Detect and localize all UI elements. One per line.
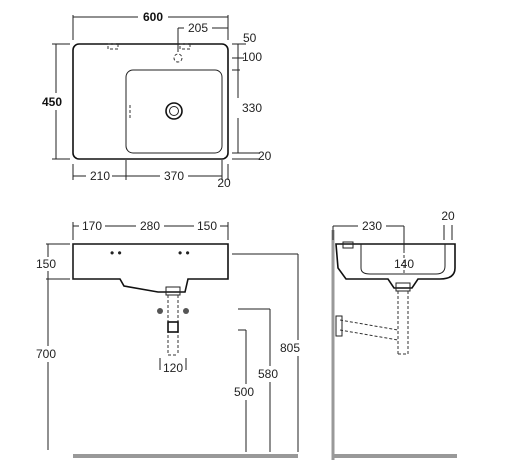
side-fixing-block bbox=[342, 241, 354, 249]
tap-hole-icon bbox=[173, 53, 183, 63]
dim-bowl-height: 140 bbox=[394, 257, 414, 271]
side-wall-flange bbox=[335, 315, 343, 337]
top-bracket-right bbox=[179, 43, 191, 50]
dim-rim-thickness: 20 bbox=[441, 209, 455, 223]
dim-front-margin: 20 bbox=[258, 149, 272, 163]
dim-width: 600 bbox=[143, 10, 163, 24]
dim-basin-height: 150 bbox=[36, 257, 56, 271]
top-bowl-outline bbox=[125, 69, 223, 154]
front-basin-body bbox=[72, 243, 229, 293]
fixing-mark-right: • • bbox=[178, 246, 190, 260]
dim-floor-to-waste: 500 bbox=[234, 385, 254, 399]
top-bracket-left bbox=[107, 43, 119, 50]
dim-bowl-depth: 330 bbox=[242, 101, 262, 115]
dim-seg-left: 170 bbox=[82, 219, 102, 233]
dim-seg-right: 150 bbox=[197, 219, 217, 233]
dim-top-margin: 50 bbox=[243, 31, 257, 45]
dim-right-margin: 20 bbox=[217, 176, 231, 190]
dim-seg-mid: 280 bbox=[140, 219, 160, 233]
drain-icon bbox=[165, 102, 183, 120]
side-waste bbox=[395, 282, 411, 292]
dim-depth: 450 bbox=[42, 95, 62, 109]
front-waste bbox=[165, 286, 181, 296]
side-bowl-inner bbox=[360, 244, 446, 275]
dim-floor-to-basin: 700 bbox=[36, 347, 56, 361]
dim-depth-to-waste: 230 bbox=[362, 219, 382, 233]
dim-floor-to-top: 805 bbox=[280, 341, 300, 355]
top-basin-outline bbox=[72, 43, 229, 160]
front-trap-icon bbox=[167, 321, 179, 333]
dim-waste-width: 120 bbox=[163, 361, 183, 375]
dim-tap-offset: 205 bbox=[188, 21, 208, 35]
side-view: 230 20 140 bbox=[331, 209, 457, 460]
dim-left-margin: 210 bbox=[90, 169, 110, 183]
front-view: • • • • 170 280 150 150 700 805 bbox=[36, 219, 300, 458]
side-basin-body bbox=[335, 243, 456, 289]
fixing-mark-left: • • bbox=[110, 246, 122, 260]
drain-inner-icon bbox=[169, 106, 179, 116]
top-view: 600 205 450 50 100 330 20 21 bbox=[42, 10, 272, 190]
screw-left-icon bbox=[157, 308, 163, 314]
dim-floor-to-trap: 580 bbox=[258, 367, 278, 381]
dim-bowl-width: 370 bbox=[164, 169, 184, 183]
screw-right-icon bbox=[183, 308, 189, 314]
dim-tap-depth: 100 bbox=[242, 50, 262, 64]
